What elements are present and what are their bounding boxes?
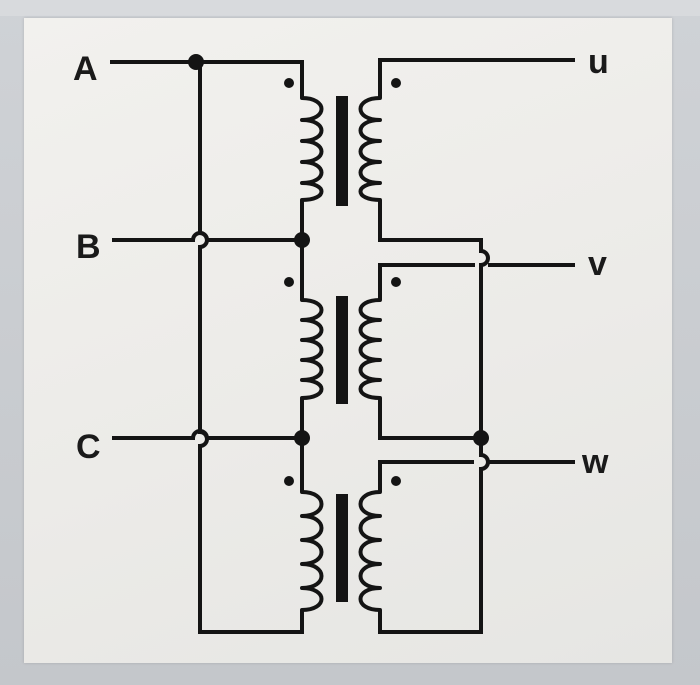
top-strip	[0, 0, 700, 16]
terminal-label-w: w	[581, 443, 609, 481]
junction-node-c	[294, 430, 310, 446]
core-2	[336, 296, 348, 404]
wire-secondary3-top	[378, 460, 474, 492]
polarity-dot-primary-1	[284, 78, 294, 88]
terminal-label-u: u	[588, 43, 609, 81]
wire-secondary2-bottom	[378, 398, 481, 440]
terminal-label-a: A	[73, 50, 98, 88]
wire-secondary2-top	[378, 263, 475, 300]
primary-coil-3	[300, 490, 324, 612]
wire-line-c	[112, 429, 302, 440]
secondary-coil-3	[358, 490, 382, 612]
polarity-dot-secondary-1	[391, 78, 401, 88]
wire-a-bus	[198, 62, 304, 634]
wire-primary1-top	[195, 60, 304, 98]
primary-coil-2	[300, 298, 324, 400]
junction-node-a	[188, 54, 204, 70]
polarity-dot-primary-2	[284, 277, 294, 287]
polarity-dot-primary-3	[284, 476, 294, 486]
terminal-label-b: B	[76, 228, 101, 266]
core-1	[336, 96, 348, 206]
junction-node-b	[294, 232, 310, 248]
secondary-coil-1	[358, 96, 382, 202]
primary-coil-1	[300, 96, 324, 202]
wire-right-bus-lower	[378, 438, 490, 634]
terminal-label-c: C	[76, 428, 101, 466]
junction-node-secondary	[473, 430, 489, 446]
polarity-dot-secondary-3	[391, 476, 401, 486]
wire-secondary1-top	[378, 58, 575, 98]
secondary-coil-2	[358, 298, 382, 400]
core-3	[336, 494, 348, 602]
wire-secondary1-bottom	[378, 200, 490, 438]
terminal-label-v: v	[588, 245, 607, 283]
wire-line-b	[112, 231, 302, 242]
polarity-dot-secondary-2	[391, 277, 401, 287]
